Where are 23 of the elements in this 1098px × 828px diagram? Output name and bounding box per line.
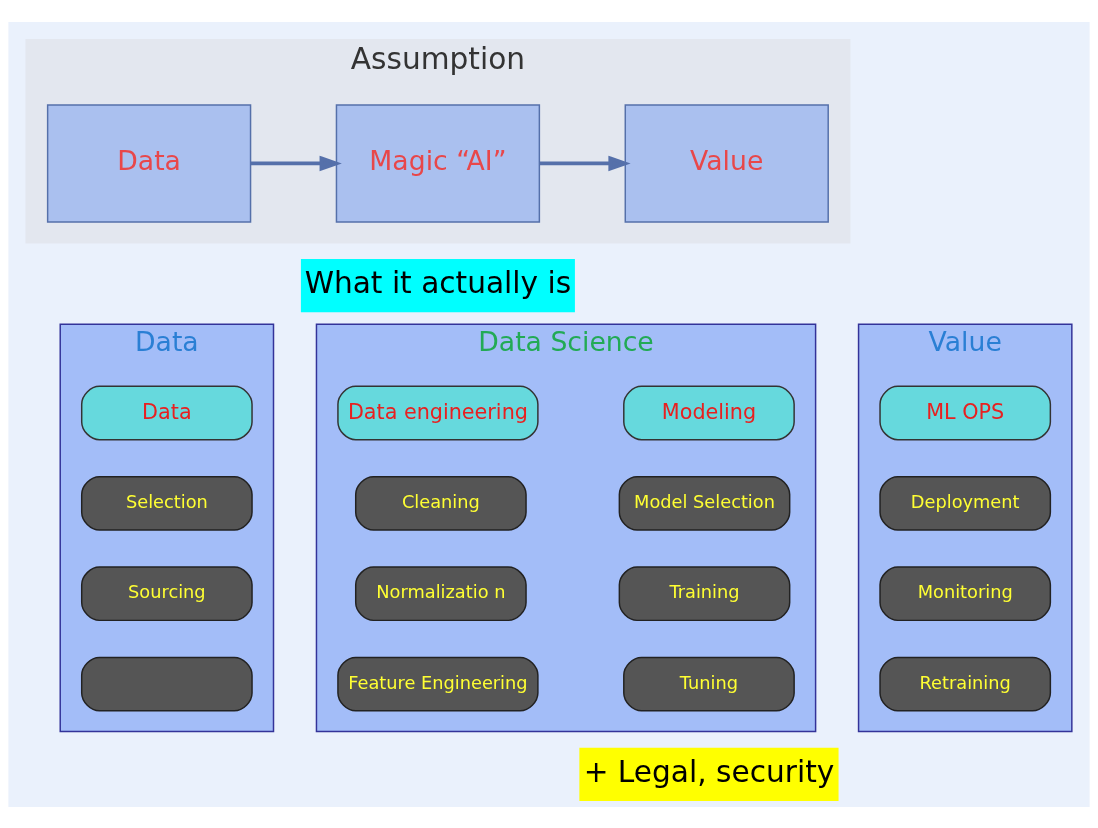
node-box: Sourcing	[80, 565, 253, 621]
label: + Legal, security	[583, 754, 835, 789]
node-box: Data	[80, 385, 253, 440]
node-box: Training	[618, 565, 791, 621]
node-box: Cleaning	[354, 475, 527, 531]
arrow	[539, 155, 631, 171]
arrow	[250, 155, 342, 171]
node-box: Model Selection	[618, 475, 791, 531]
node-box: ML OPS	[879, 385, 1052, 440]
node-box: Modeling	[623, 385, 795, 440]
node-box: Data	[46, 103, 252, 223]
node-box: Data engineering	[337, 385, 539, 440]
node-box: Value	[624, 103, 829, 223]
node-box: Deployment	[879, 475, 1052, 531]
node-box: Tuning	[623, 656, 795, 711]
label: What it actually is	[304, 265, 572, 300]
node-box: Retraining	[879, 656, 1052, 711]
node-box	[80, 656, 253, 711]
node-box: Feature Engineering	[337, 656, 539, 711]
node-box: Monitoring	[879, 565, 1052, 621]
node-box: Magic “AI”	[335, 103, 541, 223]
node-box: Selection	[80, 475, 253, 531]
node-box: Normalizatio n	[354, 565, 527, 621]
